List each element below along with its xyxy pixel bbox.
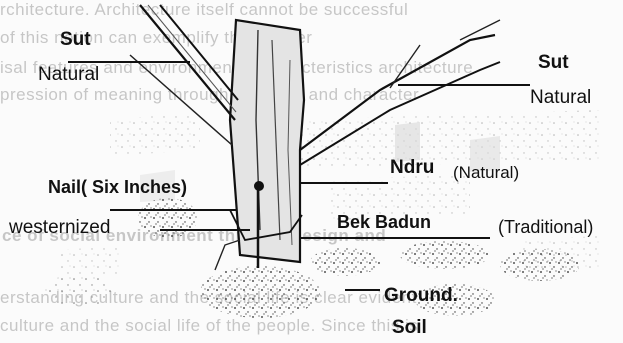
label-sut-left: Sut xyxy=(60,30,91,49)
label-soil: Soil xyxy=(392,318,427,337)
label-ndru: Ndru xyxy=(390,158,434,177)
label-nail: Nail( Six Inches) xyxy=(48,178,187,196)
tree-trunk xyxy=(230,20,304,262)
label-natural-right: Natural xyxy=(530,88,591,107)
label-sut-right: Sut xyxy=(538,53,569,72)
label-bek-badun-traditional: (Traditional) xyxy=(498,218,593,236)
label-natural-left: Natural xyxy=(38,65,99,84)
ground-soil-speckle xyxy=(45,198,580,318)
label-ndru-natural: (Natural) xyxy=(453,164,519,181)
label-westernized: westernized xyxy=(9,218,110,237)
label-bek-badun: Bek Badun xyxy=(337,213,431,231)
label-ground: Ground. xyxy=(384,286,458,305)
